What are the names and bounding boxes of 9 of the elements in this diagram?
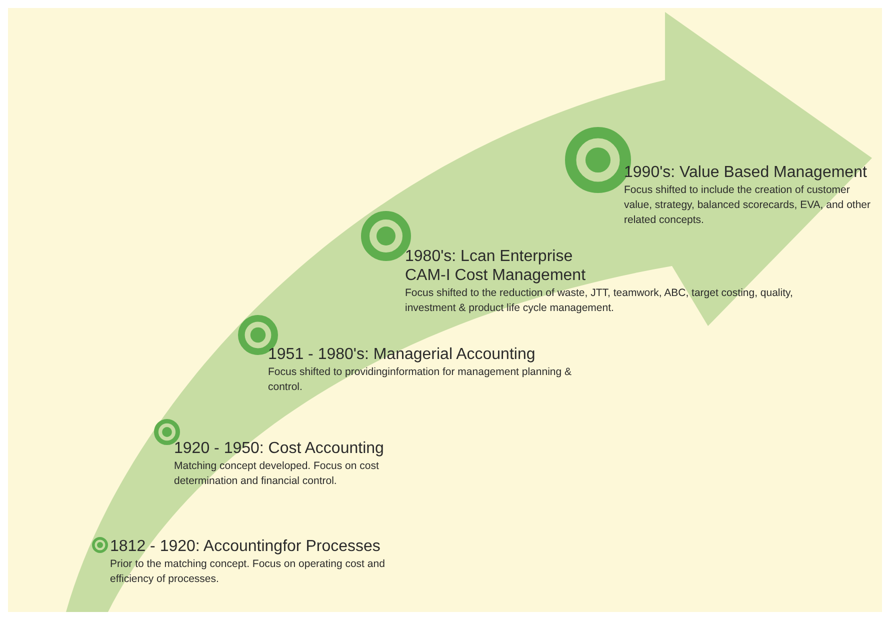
stage-description: Prior to the matching concept. Focus on operating cost and efficiency of processes. (110, 557, 386, 587)
stage-heading: 1951 - 1980's: Managerial Accounting (268, 345, 536, 364)
stage-heading: 1812 - 1920: Accountingfor Processes (110, 537, 382, 556)
stage-description: Focus shifted to providinginformation for management planning & control. (268, 365, 573, 395)
stage-heading: 1920 - 1950: Cost Accounting (174, 439, 385, 458)
stage-heading: 1980's: Lcan Enterprise CAM-I Cost Management (405, 247, 587, 285)
stage-description: Focus shifted to include the creation of customer value, strategy, balanced scorecards, EVA, and other related concepts. (624, 183, 872, 228)
stage-description: Focus shifted to the reduction of waste, JTT, teamwork, ABC, target costing, quality, investment & product life cycle management. (405, 286, 794, 316)
stage-description: Matching concept developed. Focus on cost determination and financial control. (174, 459, 380, 489)
